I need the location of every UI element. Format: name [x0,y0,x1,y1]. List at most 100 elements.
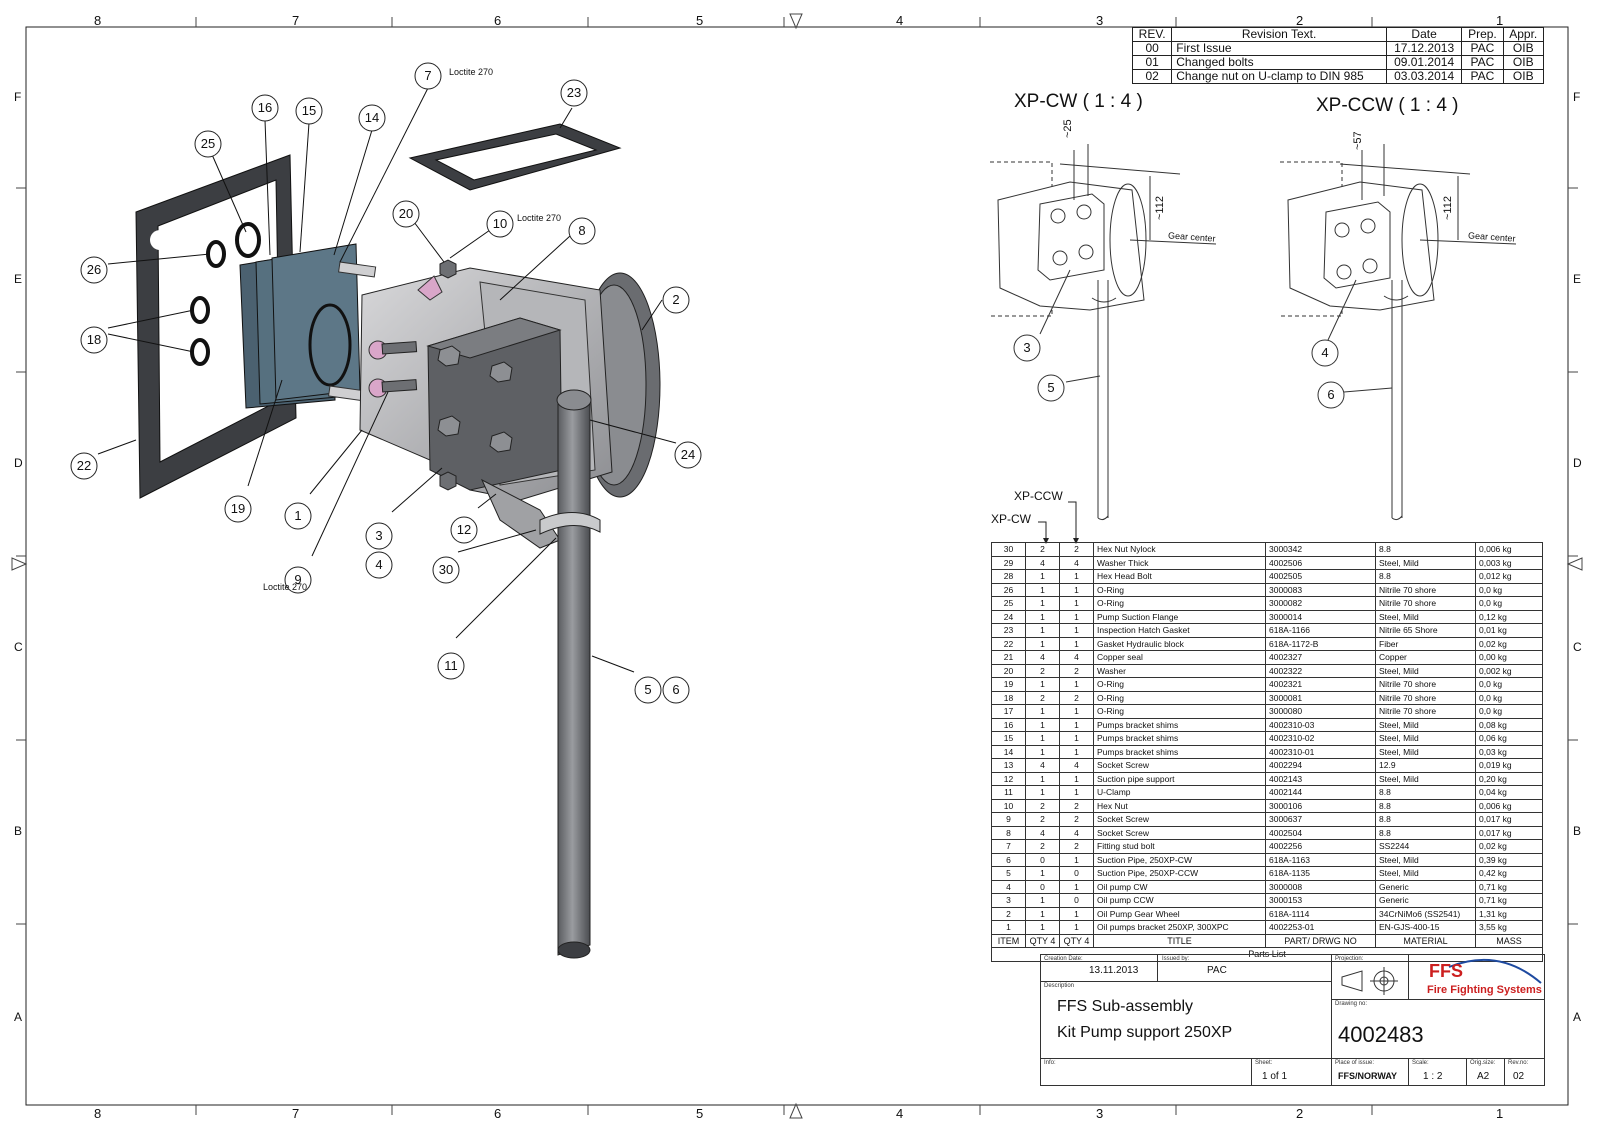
logo-subtitle: Fire Fighting Systems [1427,984,1542,996]
parts-cell: 1,31 kg [1475,906,1543,921]
description-cell: Description FFS Sub-assembly Kit Pump su… [1041,982,1332,1059]
parts-cell: Copper seal [1093,650,1266,665]
row-label: F [14,90,22,104]
parts-cell: 0,002 kg [1475,663,1543,678]
parts-cell: Fitting stud bolt [1093,839,1266,854]
rev-cell: OIB [1502,55,1544,70]
parts-cell: 4002143 [1265,771,1376,786]
parts-cell: 1 [1025,677,1060,692]
parts-header: QTY 4 [1059,933,1094,948]
rev-cell: OIB [1502,41,1544,56]
col-label: 6 [494,1106,502,1121]
col-label: 5 [696,1106,704,1121]
parts-cell: 0,03 kg [1475,744,1543,759]
projection-symbol-icon [1341,967,1398,995]
balloon-8: 8 [578,223,586,238]
parts-cell: 1 [1025,920,1060,935]
sheet-cell: Sheet: 1 of 1 [1252,1059,1332,1085]
parts-cell: 0,006 kg [1475,542,1543,557]
row-label: E [1573,272,1582,286]
rev-cell: PAC [1461,69,1504,84]
col-label: 7 [292,1106,300,1121]
loctite-note: Loctite 270 [517,213,562,223]
parts-cell: 24 [991,609,1026,624]
balloon-15: 15 [301,103,317,118]
parts-cell: 0,12 kg [1475,609,1543,624]
parts-header: PART/ DRWG NO [1265,933,1376,948]
parts-header: MASS [1475,933,1543,948]
parts-cell: O-Ring [1093,690,1266,705]
parts-cell: 1 [1059,609,1094,624]
logo-text: FFS [1429,961,1463,981]
parts-cell: 0,20 kg [1475,771,1543,786]
balloon-20: 20 [398,206,414,221]
parts-cell: O-Ring [1093,596,1266,611]
parts-cell: 0,06 kg [1475,731,1543,746]
sheet-value: 1 of 1 [1262,1071,1288,1082]
col-label: 1 [1496,13,1504,28]
parts-cell: Inspection Hatch Gasket [1093,623,1266,638]
balloon-2: 2 [672,292,680,307]
parts-cell: 17 [991,704,1026,719]
parts-cell: 14 [991,744,1026,759]
rev-cell: PAC [1461,55,1504,70]
parts-cell: 2 [1059,663,1094,678]
parts-cell: Hex Head Bolt [1093,569,1266,584]
drawing-no-label: Drawing no: [1335,1001,1368,1007]
title-block: Creation Date: 13.11.2013 Issued by: PAC… [1040,954,1545,1086]
parts-cell: 1 [1059,744,1094,759]
parts-cell: Washer [1093,663,1266,678]
detail-balloon-4: 4 [1321,345,1329,360]
parts-cell: 6 [991,852,1026,867]
exploded-view-drawing [97,87,677,959]
balloon-14: 14 [364,110,380,125]
parts-cell: 2 [1025,839,1060,854]
parts-cell: Generic [1375,893,1476,908]
parts-cell: 1 [1025,609,1060,624]
row-label: C [14,640,23,654]
rev-header: Prep. [1461,27,1504,42]
rev-cell: 00 [1131,41,1173,56]
parts-cell: 0,02 kg [1475,839,1543,854]
parts-cell: 0,017 kg [1475,812,1543,827]
rev-cell: Change nut on U-clamp to DIN 985 [1171,69,1387,84]
parts-cell: 10 [991,798,1026,813]
row-label: F [1573,90,1581,104]
parts-cell: 11 [991,785,1026,800]
projection-label: Projection: [1335,956,1364,962]
parts-header: ITEM [991,933,1026,948]
parts-cell: 21 [991,650,1026,665]
parts-cell: Hex Nut Nylock [1093,542,1266,557]
parts-cell: 1 [1025,785,1060,800]
parts-cell: 26 [991,582,1026,597]
balloon-16: 16 [257,100,273,115]
parts-cell: 25 [991,596,1026,611]
parts-cell: 3000080 [1265,704,1376,719]
parts-cell: 0,00 kg [1475,650,1543,665]
parts-cell: Nitrile 70 shore [1375,582,1476,597]
parts-cell: 8.8 [1375,542,1476,557]
parts-cell: 4002310-01 [1265,744,1376,759]
parts-cell: 20 [991,663,1026,678]
place-label: Place of issue: [1335,1060,1375,1066]
parts-cell: 0 [1025,879,1060,894]
divider [1157,955,1158,981]
parts-cell: 0,006 kg [1475,798,1543,813]
parts-cell: 0,39 kg [1475,852,1543,867]
parts-cell: 1 [1059,582,1094,597]
parts-header: MATERIAL [1375,933,1476,948]
col-label: 7 [292,13,300,28]
parts-cell: 1 [1025,596,1060,611]
